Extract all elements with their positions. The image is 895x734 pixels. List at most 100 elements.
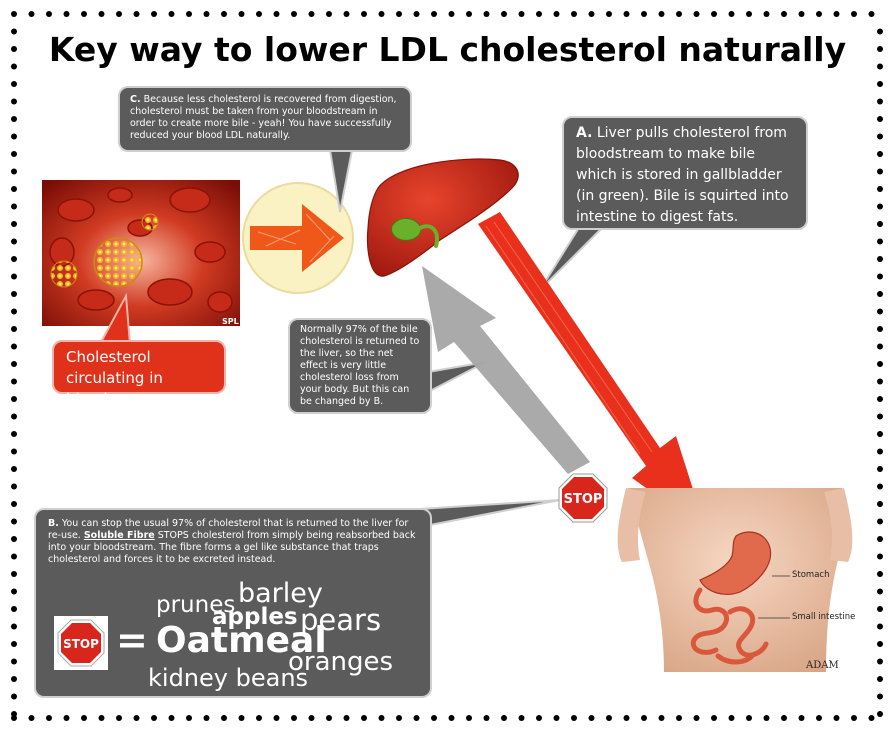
border-dot: [641, 715, 647, 721]
bubble-a: A. Liver pulls cholesterol from bloodstr…: [562, 116, 808, 230]
border-dot: [186, 715, 192, 721]
page-title: Key way to lower LDL cholesterol natural…: [48, 30, 847, 69]
border-dot: [623, 715, 630, 721]
border-dot: [851, 715, 857, 721]
red-arrow-texture: [485, 221, 653, 455]
border-dot: [431, 11, 437, 17]
border-dot: [378, 11, 385, 17]
border-dot: [877, 291, 883, 297]
border-dot: [343, 715, 350, 721]
border-dot: [46, 11, 52, 17]
border-dot: [151, 715, 157, 721]
border-dot: [641, 11, 647, 17]
border-dot: [693, 715, 700, 721]
word-oranges: oranges: [288, 647, 394, 677]
border-dot: [816, 715, 822, 721]
border-dot: [746, 715, 752, 721]
liver-illustration: [366, 158, 519, 277]
stop-sign-text: STOP: [564, 492, 603, 507]
bubble-b-text-1: You can stop the usual 97% of cholestero…: [48, 518, 409, 541]
border-dot: [877, 483, 883, 490]
word-prunes: prunes: [156, 592, 236, 618]
border-dot: [781, 715, 787, 721]
border-dot: [877, 133, 883, 140]
border-dot: [11, 658, 17, 665]
border-dot: [877, 256, 883, 262]
adam-credit: ADAM: [806, 660, 839, 671]
soluble-fibre-highlight: Soluble Fibre: [83, 530, 155, 541]
stop-sign-small-text: STOP: [63, 637, 99, 651]
border-dot: [81, 11, 87, 17]
word-barley: barley: [238, 578, 323, 609]
border-dot: [877, 466, 883, 472]
border-dot: [98, 11, 105, 17]
equals-sign: =: [116, 618, 148, 662]
border-dot: [877, 186, 883, 192]
border-dot: [877, 536, 883, 542]
border-dot: [308, 11, 315, 17]
border-dot: [571, 715, 577, 721]
border-dot: [877, 81, 883, 87]
border-dot: [11, 448, 17, 455]
border-dot: [781, 11, 787, 17]
border-dot: [693, 11, 700, 17]
border-dot: [11, 606, 17, 612]
border-dot: [728, 715, 735, 721]
border-dot: [326, 715, 332, 721]
border-dot: [221, 715, 227, 721]
border-dot: [11, 483, 17, 490]
digestive-system-image: [617, 488, 853, 672]
border-dot: [658, 715, 665, 721]
border-dot: [256, 715, 262, 721]
border-dot: [623, 11, 630, 17]
border-dot: [11, 501, 17, 507]
border-dot: [448, 11, 455, 17]
border-dot: [11, 571, 17, 577]
label-small-intestine: Small intestine: [792, 612, 856, 622]
border-dot: [11, 553, 17, 560]
border-dot: [877, 151, 883, 157]
border-dot: [28, 715, 35, 721]
border-dot: [877, 273, 883, 280]
border-dot: [98, 715, 105, 721]
border-dot: [11, 116, 17, 122]
border-dot: [238, 11, 245, 17]
bubble-cholesterol-text: Cholesterol circulating in blood.: [66, 348, 163, 408]
border-dot: [483, 715, 490, 721]
word-apples: apples: [212, 604, 298, 630]
border-dot: [763, 11, 770, 17]
border-dot: [877, 396, 883, 402]
border-dot: [378, 715, 385, 721]
spl-credit: SPL: [222, 317, 239, 326]
border-dot: [833, 715, 840, 721]
border-dot: [877, 588, 883, 595]
border-dot: [448, 715, 455, 721]
border-dot: [11, 518, 17, 525]
border-dot: [553, 11, 560, 17]
border-dot: [221, 11, 227, 17]
border-dot: [396, 715, 402, 721]
border-dot: [877, 238, 883, 245]
arrow-texture: [257, 213, 335, 263]
border-dot: [798, 11, 805, 17]
label-stomach: Stomach: [792, 570, 830, 580]
border-dot: [431, 715, 437, 721]
bubble-normal-return: Normally 97% of the bile cholesterol is …: [288, 318, 432, 414]
border-dot: [877, 168, 883, 175]
border-dot: [606, 11, 612, 17]
border-dot: [606, 715, 612, 721]
border-dot: [203, 11, 210, 17]
border-dot: [877, 98, 883, 105]
border-dot: [483, 11, 490, 17]
bubble-b-text-2: STOPS cholesterol from simply being reab…: [48, 530, 416, 565]
border-dot: [11, 466, 17, 472]
border-dot: [28, 11, 35, 17]
border-dot: [11, 63, 17, 70]
border-dot: [536, 715, 542, 721]
border-dot: [728, 11, 735, 17]
border-dot: [763, 715, 770, 721]
border-dot: [877, 676, 883, 682]
border-dot: [11, 256, 17, 262]
border-dot: [151, 11, 157, 17]
